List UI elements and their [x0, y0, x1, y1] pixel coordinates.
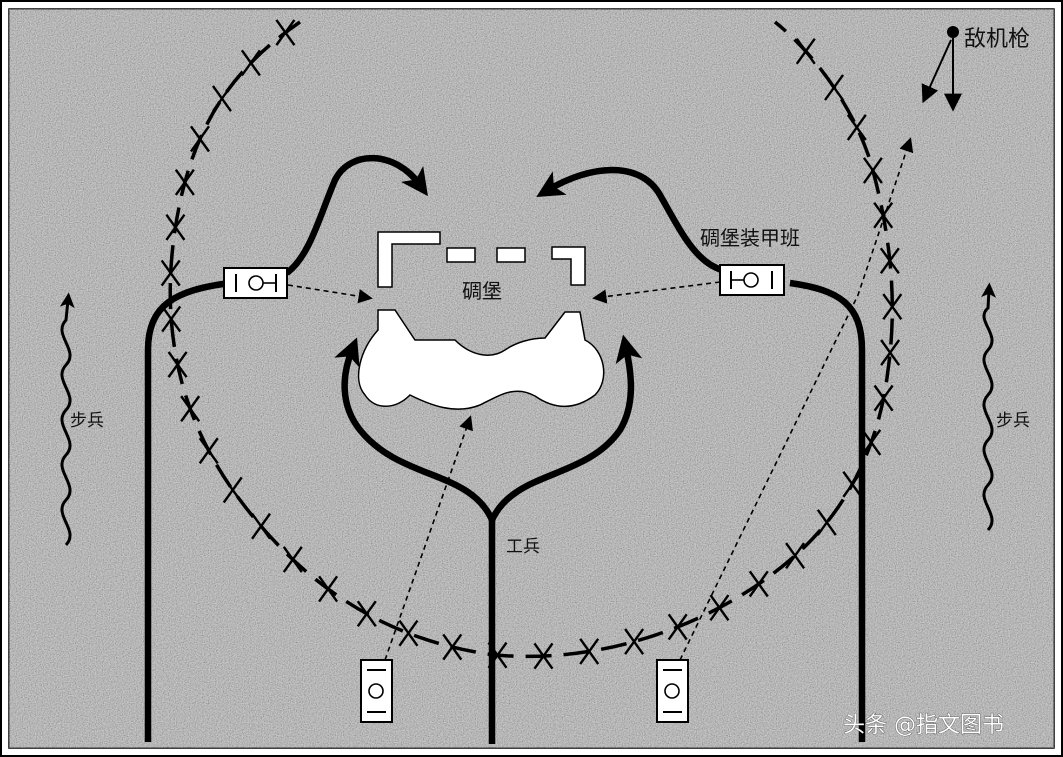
bunker-block-2-icon [496, 247, 526, 263]
barbed-wire-x-icon [442, 633, 463, 661]
barbed-wire-x-icon [785, 542, 806, 569]
barbed-wire-x-icon [161, 305, 182, 333]
right-armor-fire-line [592, 281, 721, 304]
barbed-wire-x-icon [251, 512, 272, 540]
engineer-right-arrow [488, 334, 643, 524]
barbed-wire-x-icon [624, 628, 645, 655]
bunker-block-1-icon [446, 247, 476, 263]
infantry-right-label: 步兵 [996, 411, 1030, 431]
barbed-wire-x-icon [882, 293, 903, 320]
barbed-wire-x-icon [222, 476, 243, 504]
barbed-wire-x-icon [318, 575, 339, 603]
armor-vehicle-bottom-right-icon [656, 659, 689, 723]
watermark: 头条 @指文图书 [843, 713, 1004, 738]
barbed-wire-x-icon [240, 49, 261, 77]
barbed-wire-x-icon [165, 213, 186, 241]
barbed-wire-x-icon [356, 600, 377, 628]
right-armor-assault-arrow [536, 166, 726, 274]
barbed-wire-x-icon [275, 19, 296, 46]
barbed-wire-x-icon [174, 168, 195, 196]
right-armor-flank-arrow [789, 279, 866, 742]
barbed-wire-x-icon [824, 74, 845, 101]
barbed-wire-x-icon [816, 509, 837, 536]
infantry-left-arrow [59, 292, 75, 547]
barbed-wire-x-icon [398, 619, 419, 647]
armor-vehicle-left-icon [223, 267, 288, 299]
enemy-machine-gun-icon [921, 26, 962, 112]
barbed-wire-x-icon [842, 470, 863, 498]
barbed-wire-x-icon [879, 247, 900, 275]
barbed-wire-x-icon [880, 339, 901, 366]
enemy-machine-gun-label: 敌机枪 [964, 27, 1030, 52]
barbed-wire-x-icon [861, 429, 882, 456]
armor-vehicle-right-icon [719, 264, 785, 296]
barbed-wire-x-icon [198, 437, 219, 465]
bunker-icon [357, 231, 605, 410]
barbed-wire-x-icon [190, 125, 210, 153]
barbed-wire-x-icon [709, 594, 730, 621]
bunker-label: 碉堡 [462, 279, 502, 303]
bunker-armor-squad-label: 碉堡装甲班 [700, 226, 800, 250]
barbed-wire-x-icon [873, 201, 894, 229]
barbed-wire-marks [160, 19, 903, 670]
bottom-left-fire-line [384, 415, 473, 661]
barbed-wire-x-icon [795, 37, 816, 65]
bunker-wall-left-icon [377, 231, 441, 288]
fire-lines [287, 137, 914, 661]
barbed-wire-x-icon [167, 351, 188, 378]
barbed-wire-x-icon [180, 395, 201, 423]
movement-arrows [144, 154, 866, 744]
armor-vehicle-bottom-left-icon [360, 659, 393, 723]
enemy-gun-position-icon [947, 26, 959, 38]
barbed-wire-perimeter [168, 20, 895, 659]
left-armor-fire-line [287, 284, 373, 304]
barbed-wire-x-icon [579, 638, 600, 665]
bunker-body-icon [357, 309, 605, 410]
barbed-wire-x-icon [846, 114, 867, 141]
engineer-left-arrow [334, 337, 496, 524]
barbed-wire-x-icon [211, 85, 232, 112]
barbed-wire-x-icon [862, 157, 883, 184]
infantry-left-label: 步兵 [70, 411, 104, 431]
barbed-wire-x-icon [160, 259, 181, 287]
barbed-wire-x-icon [873, 384, 894, 412]
bunker-wall-right-icon [551, 246, 586, 286]
bottom-right-fire-line [679, 137, 914, 661]
left-armor-assault-arrow [284, 154, 428, 276]
barbed-wire-x-icon [533, 642, 554, 670]
barbed-wire-x-icon [282, 546, 303, 573]
left-armor-flank-arrow [144, 279, 231, 742]
enemy-fire-arrow-diag-icon [921, 39, 952, 104]
infantry-right-arrow [981, 282, 997, 532]
engineers-label: 工兵 [506, 537, 540, 557]
barbed-wire-x-icon [667, 613, 688, 641]
barbed-wire-x-icon [748, 570, 769, 598]
